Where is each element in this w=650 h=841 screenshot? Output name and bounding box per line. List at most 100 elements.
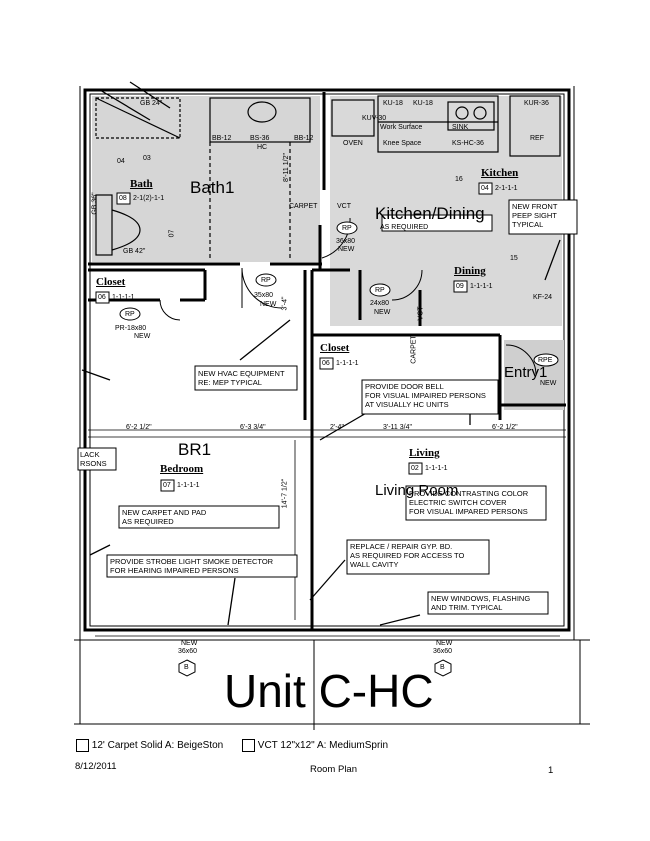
tag-living-label: Living	[409, 447, 440, 459]
dim-1: 6'-2 1/2"	[126, 424, 152, 431]
legend-vct-swatch	[242, 739, 255, 752]
fixture-oven: OVEN	[343, 140, 363, 147]
fixture-carpet-v1: CARPET	[289, 203, 318, 210]
fixture-gb36: GB 36"	[91, 192, 99, 215]
note-door-bell-line2: FOR VISUAL IMPAIRED PERSONS	[365, 391, 486, 400]
tag-closet2-spec: 1-1-1-1	[336, 360, 359, 367]
note-lack-line1: LACK	[80, 450, 100, 459]
legend-carpet-swatch	[76, 739, 89, 752]
tag-kitchen-code: 04	[481, 185, 489, 192]
note-hvac-line2: RE: MEP TYPICAL	[198, 378, 262, 387]
fixture-ku18b: KU-18	[413, 100, 433, 107]
fixture-ku18a: KU-18	[383, 100, 403, 107]
fixture-gb24: GB 24"	[140, 100, 163, 107]
interior-walls	[88, 92, 566, 630]
note-peep: NEW FRONT PEEP SIGHT TYPICAL	[512, 202, 557, 229]
tag-bath-label: Bath	[130, 178, 153, 190]
dim-5: 6'-2 1/2"	[492, 424, 518, 431]
dim-2: 6'-3 3/4"	[240, 424, 266, 431]
note-strobe: PROVIDE STROBE LIGHT SMOKE DETECTOR FOR …	[110, 557, 273, 575]
tag-bedroom-code: 07	[163, 482, 171, 489]
tag-dining-code: 09	[456, 283, 464, 290]
leader-lines	[81, 81, 561, 626]
fixture-work-surface: Work Surface	[380, 124, 423, 131]
dim-4: 3'-11 3/4"	[383, 424, 412, 431]
footer-title: Room Plan	[310, 764, 357, 775]
window-tag-shapes	[178, 659, 452, 677]
door-rp-bath-size: 36x80	[336, 238, 356, 245]
note-contrast-line3: FOR VISUAL IMPARED PERSONS	[409, 507, 528, 516]
unit-title: Unit C-HC	[224, 665, 434, 717]
fixture-bb12b: BB-12	[294, 135, 314, 142]
footer-date: 8/12/2011	[75, 761, 117, 772]
tag-dining-spec: 1-1-1-1	[470, 283, 493, 290]
legend-vct-label: VCT 12"x12" A: MediumSprin	[257, 740, 389, 752]
fixture-num-03: 03	[143, 155, 151, 162]
note-lack: LACK RSONS	[80, 450, 107, 468]
fixture-vct-h: VCT	[337, 203, 351, 210]
note-windows: NEW WINDOWS, FLASHING AND TRIM. TYPICAL	[431, 594, 530, 612]
tag-bedroom-spec: 1-1-1-1	[177, 482, 200, 489]
dim-3: 2'-4"	[330, 424, 344, 431]
tag-kitchen-spec: 2-1-1-1	[495, 185, 518, 192]
door-rp-bed-note: NEW	[260, 301, 277, 308]
door-rp-pr-size: PR-18x80	[115, 325, 147, 332]
note-door-bell-line3: AT VISUALLY HC UNITS	[365, 400, 449, 409]
fixture-gb42: GB 42"	[123, 248, 146, 255]
room-name-br1: BR1	[178, 440, 212, 459]
window-left-tag: B	[184, 664, 189, 671]
door-rpe-note: NEW	[540, 380, 557, 387]
window-left-size: 36x60	[178, 648, 198, 655]
room-name-bath1: Bath1	[190, 178, 235, 197]
door-tag-shapes	[119, 221, 559, 367]
fixture-vct-v: VCT	[417, 306, 425, 321]
dimension-lines	[88, 429, 566, 637]
fixture-hc: HC	[257, 144, 268, 151]
kitchen-counters	[331, 95, 561, 157]
note-gyp-line3: WALL CAVITY	[350, 560, 399, 569]
note-strobe-line1: PROVIDE STROBE LIGHT SMOKE DETECTOR	[110, 557, 274, 566]
tag-living-code: 02	[411, 465, 419, 472]
dim-6: 14'-7 1/2"	[281, 478, 289, 509]
legend-vct: VCT 12"x12" A: MediumSprin	[242, 739, 388, 752]
tag-closet2-label: Closet	[320, 342, 350, 354]
tag-closet1-spec: 1-1-1-1	[112, 294, 135, 301]
tag-bedroom-label: Bedroom	[160, 463, 204, 475]
note-carpet-pad-line2: AS REQUIRED	[122, 517, 174, 526]
fixture-bs36: BS-36	[250, 135, 270, 142]
note-door-bell: PROVIDE DOOR BELL FOR VISUAL IMPAIRED PE…	[365, 382, 486, 409]
room-name-kitchen-dining: Kitchen/Dining	[375, 204, 485, 223]
fixture-bb12a: BB-12	[212, 135, 232, 142]
note-strobe-line2: FOR HEARING IMPAIRED PERSONS	[110, 566, 239, 575]
fixture-kuv30: KUV-30	[362, 115, 387, 122]
tag-closet1-label: Closet	[96, 276, 126, 288]
note-carpet-pad-line1: NEW CARPET AND PAD	[122, 508, 207, 517]
note-hvac-line1: NEW HVAC EQUIPMENT	[198, 369, 285, 378]
door-rp-bath-tag: RP	[342, 225, 352, 232]
door-dim-34: 3'-4"	[281, 296, 289, 311]
tag-dining-label: Dining	[454, 265, 486, 277]
fixture-num-07: 07	[168, 229, 176, 238]
exterior-walls	[83, 88, 571, 632]
note-windows-line1: NEW WINDOWS, FLASHING	[431, 594, 531, 603]
fixture-ks-hc-36: KS-HC-36	[452, 140, 484, 147]
room-name-entry: Entry1	[504, 364, 548, 381]
bath-fixtures	[95, 97, 311, 260]
note-carpet-pad: NEW CARPET AND PAD AS REQUIRED	[122, 508, 206, 526]
entry-fill	[504, 340, 564, 410]
door-rp-closet-size: 24x80	[370, 300, 390, 307]
door-rpe-tag: RPE	[538, 357, 553, 364]
note-peep-line3: TYPICAL	[512, 220, 544, 229]
legend-carpet: 12' Carpet Solid A: BeigeSton	[76, 739, 223, 752]
door-rp-closet-note: NEW	[374, 309, 391, 316]
note-contrast-line1: PROVIDE CONTRASTING COLOR	[409, 489, 529, 498]
window-right-tag: B	[440, 664, 445, 671]
tag-bath-code: 08	[119, 195, 127, 202]
door-rp-bed-size: 35x80	[254, 292, 274, 299]
note-windows-line2: AND TRIM. TYPICAL	[431, 603, 503, 612]
tag-bath-spec: 2-1(2)-1-1	[133, 195, 165, 202]
note-contrast-line2: ELECTRIC SWITCH COVER	[409, 498, 507, 507]
fixture-ref: REF	[530, 135, 544, 142]
legend-carpet-label: 12' Carpet Solid A: BeigeSton	[91, 740, 224, 752]
